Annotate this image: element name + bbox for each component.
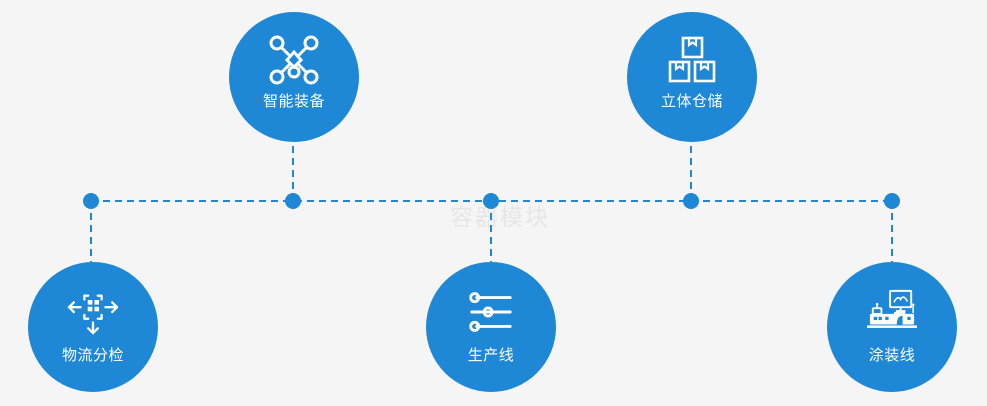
network-nodes-icon [269,35,319,85]
node-label: 涂装线 [868,346,916,364]
node-label: 立体仓储 [660,92,723,110]
junction-dot [483,193,499,209]
node-wuliu-fenjian[interactable]: 物流分检 [28,262,158,392]
node-label: 生产线 [467,346,515,364]
watermark-text: 容器模块 [450,205,550,231]
sorting-arrows-icon [67,294,119,335]
node-label: 智能装备 [262,92,325,110]
node-zhineng-zhuangbei[interactable]: 智能装备 [229,12,359,142]
node-liti-cangchu[interactable]: 立体仓储 [627,12,757,142]
sliders-icon [469,292,512,332]
stacked-boxes-icon [668,36,716,83]
node-tuzhuang-xian[interactable]: 涂装线 [827,262,957,392]
junction-dot [83,193,99,209]
node-shengchan-xian[interactable]: 生产线 [426,262,556,392]
junction-dot [683,193,699,209]
junction-dot [285,193,301,209]
node-label: 物流分检 [61,346,124,364]
junction-dot [884,193,900,209]
factory-machine-icon [867,289,917,328]
